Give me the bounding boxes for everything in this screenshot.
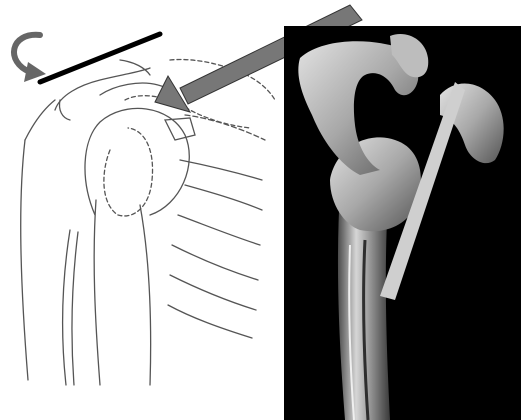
scapula-line-7	[168, 305, 252, 338]
scapula-line-3	[185, 185, 262, 210]
3d-render-panel	[284, 26, 521, 420]
humerus-shaft-inner	[63, 230, 78, 385]
body-contour-left	[21, 140, 28, 380]
scapula-line-2	[180, 160, 262, 180]
humeral-head-dashed	[104, 128, 153, 216]
scapula-line-4	[178, 215, 260, 245]
scapula-line-5	[172, 245, 258, 280]
glenoid-outline	[165, 118, 195, 140]
acromion-outline	[55, 68, 150, 110]
rotation-arrow	[14, 35, 46, 82]
tuberosity-detail	[59, 100, 70, 120]
scapula-line-6	[170, 275, 256, 310]
reference-line	[40, 34, 160, 82]
humeral-head-outline	[85, 108, 189, 215]
humerus-shaft-outline	[94, 200, 151, 385]
line-drawing-panel	[21, 60, 275, 386]
scapula-line-1	[185, 115, 265, 140]
body-contour-upper	[25, 100, 55, 140]
